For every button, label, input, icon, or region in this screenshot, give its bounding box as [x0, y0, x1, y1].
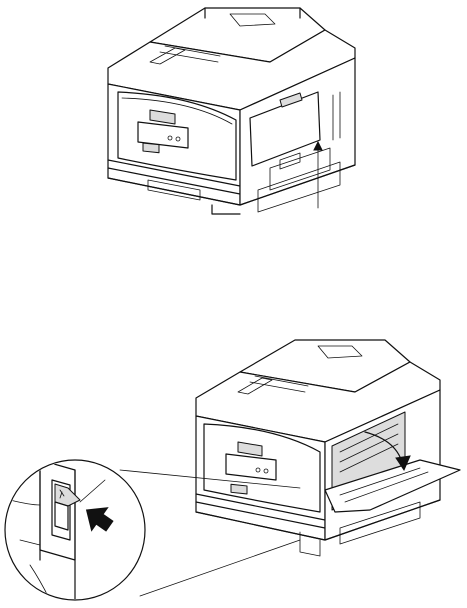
printer-figure-bottom [196, 340, 460, 556]
zoom-leader-bottom [140, 540, 300, 596]
printer-figure-top [108, 8, 355, 214]
